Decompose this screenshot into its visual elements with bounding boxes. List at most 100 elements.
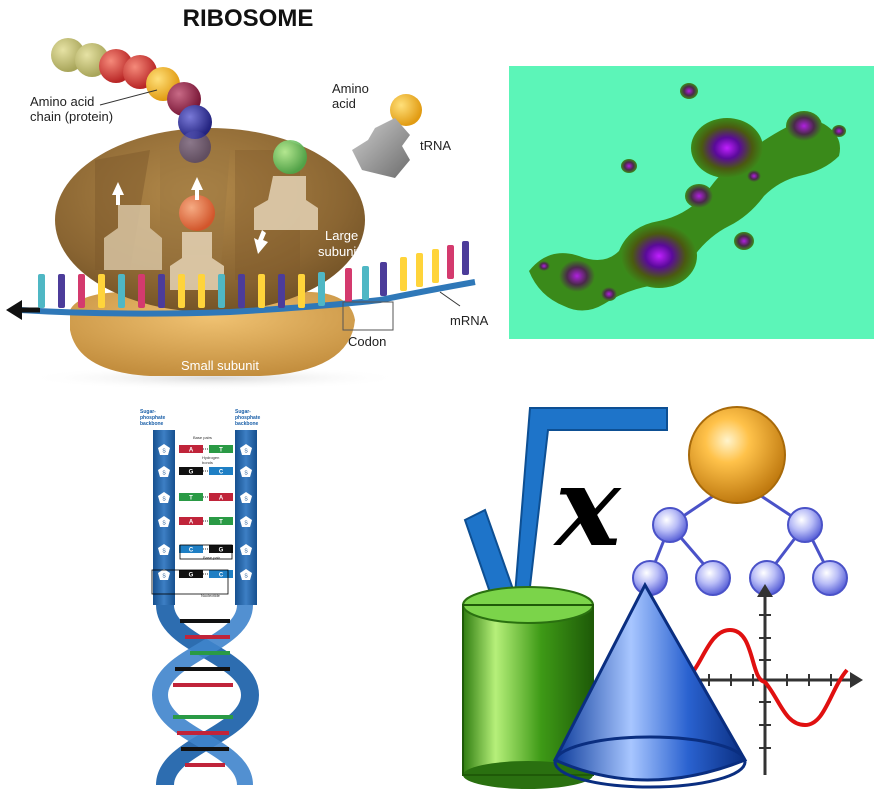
sugar-left (158, 569, 170, 580)
sugar-letter: S (244, 549, 248, 555)
left-backbone-label-3: backbone (140, 421, 164, 427)
base-pairs-label: Base pairs (193, 435, 212, 440)
right-base (209, 493, 233, 501)
base-letter: A (189, 520, 194, 526)
sugar-letter: S (244, 449, 248, 455)
ribosome-title: RIBOSOME (183, 5, 314, 32)
amino-acid-label-2: acid (332, 96, 356, 111)
codon-box (342, 301, 394, 331)
base-letter: C (219, 470, 224, 476)
left-base (179, 570, 203, 578)
amino-acid-chain-label-1: Amino acid (30, 94, 94, 109)
sugar-right (240, 544, 252, 555)
large-subunit-label-2: subunit (318, 244, 360, 259)
sugar-letter: S (162, 574, 166, 580)
base-letter: G (189, 470, 194, 476)
mrna-bases (38, 241, 469, 308)
amino-acid-chain (51, 38, 212, 163)
right-base (209, 445, 233, 453)
helix-rungs (173, 619, 233, 767)
base-pair-label: Base pair (203, 555, 221, 560)
cone-shape (552, 581, 748, 789)
base-letter: T (219, 520, 223, 526)
sugar-left (158, 466, 170, 477)
right-base (209, 545, 233, 553)
base-letter: T (189, 496, 193, 502)
left-base (179, 545, 203, 553)
tree-node (695, 560, 731, 596)
helix-strands (151, 603, 260, 787)
mrna-strand (19, 279, 476, 317)
axis-ticks (686, 614, 832, 749)
fractal-shape (529, 83, 846, 311)
sugar-left (158, 516, 170, 527)
sugar-left (158, 544, 170, 555)
hydrogen-bonds-label-2: bonds (202, 460, 213, 465)
right-backbone-label-3: backbone (235, 421, 259, 427)
tree-node (632, 560, 668, 596)
codon-label: Codon (348, 334, 386, 349)
right-base (209, 517, 233, 525)
amino-acid-label-1: Amino (332, 81, 369, 96)
dna-double-helix-diagram: Sugar- phosphate backbone Sugar- phospha… (135, 405, 275, 795)
sugar-letter: S (244, 497, 248, 503)
trna-a-site (254, 140, 318, 230)
tree-root-node (688, 406, 786, 504)
tree-node (787, 507, 823, 543)
right-base (209, 467, 233, 475)
sugar-letter: S (162, 521, 166, 527)
right-backbone-label-1: Sugar- (235, 409, 251, 415)
left-base (179, 445, 203, 453)
sugar-letter: S (244, 521, 248, 527)
left-backbone-label-1: Sugar- (140, 409, 156, 415)
right-backbone-label-2: phosphate (235, 415, 260, 421)
math-software-icon: x (455, 400, 865, 795)
base-letter: G (189, 573, 194, 579)
nucleotide-box (151, 569, 229, 595)
sugar-right (240, 444, 252, 455)
sugar-right (240, 569, 252, 580)
ribosome-illustration: RIBOSOME Amino acid chain (protein) (0, 0, 500, 395)
free-trna (352, 94, 422, 178)
tree-node (812, 560, 848, 596)
large-subunit-label-1: Large (325, 228, 358, 243)
left-base (179, 467, 203, 475)
sugar-letter: S (162, 449, 166, 455)
base-letter: A (219, 496, 224, 502)
sugar-letter: S (162, 549, 166, 555)
left-base (179, 493, 203, 501)
mrna-label: mRNA (450, 313, 489, 328)
small-subunit-label: Small subunit (181, 358, 259, 373)
trna-exit (104, 205, 162, 270)
sugar-left (158, 492, 170, 503)
base-letter: T (219, 448, 223, 454)
base-pair-box (179, 544, 233, 560)
base-letter: C (219, 573, 224, 579)
nucleotide-label: Nucleotide (201, 593, 221, 598)
variable-x: x (553, 442, 622, 571)
amino-acid-chain-label-2: chain (protein) (30, 109, 113, 124)
base-letter: G (219, 548, 224, 554)
left-base (179, 517, 203, 525)
sine-curve (679, 627, 849, 728)
base-letter: A (189, 448, 194, 454)
sugar-right (240, 466, 252, 477)
left-backbone-label-2: phosphate (140, 415, 165, 421)
sugar-letter: S (244, 574, 248, 580)
sugar-letter: S (162, 497, 166, 503)
sugar-right (240, 492, 252, 503)
trna-label: tRNA (420, 138, 451, 153)
hydrogen-bonds-label-1: Hydrogen (202, 455, 219, 460)
tree-node (652, 507, 688, 543)
sugar-right (240, 516, 252, 527)
base-letter: C (189, 548, 194, 554)
sugar-letter: S (244, 471, 248, 477)
right-base (209, 570, 233, 578)
